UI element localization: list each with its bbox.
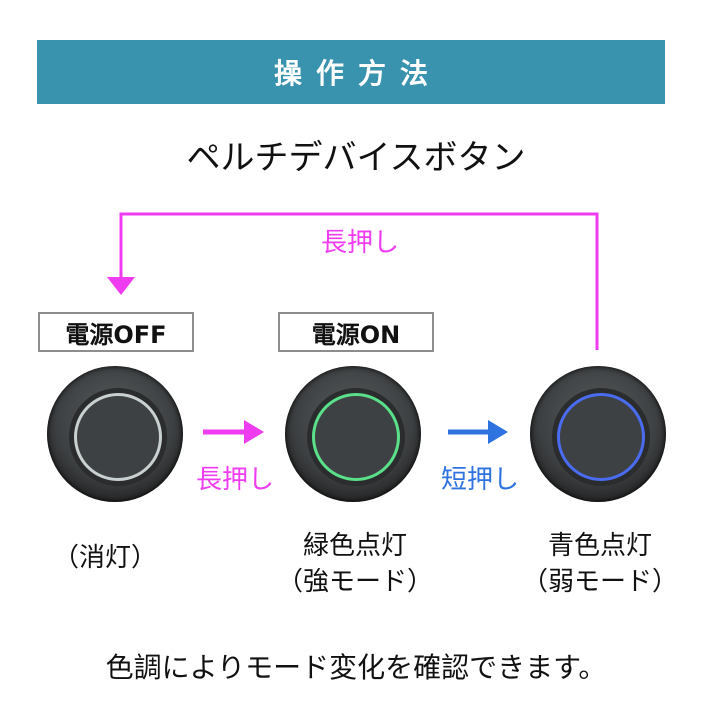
transition-label-long-press: 長押し xyxy=(195,465,274,495)
indicator-ring-off xyxy=(74,393,162,481)
indicator-ring-green xyxy=(312,393,400,481)
header-banner: 操作方法 xyxy=(37,40,665,104)
arrow-short-press-head-icon xyxy=(488,420,508,444)
caption-green-line2: （強モード） xyxy=(276,567,433,597)
badge-power-off: 電源OFF xyxy=(38,312,194,352)
caption-blue-line2: （弱モード） xyxy=(521,567,678,597)
device-button-green[interactable] xyxy=(285,366,421,502)
footer-note: 色調によりモード変化を確認できます。 xyxy=(105,651,607,684)
loop-arrowhead-icon xyxy=(107,277,135,295)
device-button-blue[interactable] xyxy=(530,366,666,502)
header-title: 操作方法 xyxy=(273,57,442,90)
caption-blue-line1: 青色点灯 xyxy=(547,531,652,561)
transition-label-short-press: 短押し xyxy=(440,465,519,495)
loop-arrow-line xyxy=(119,212,599,350)
indicator-ring-blue xyxy=(557,393,645,481)
device-button-off[interactable] xyxy=(47,366,183,502)
subtitle: ペルチデバイスボタン xyxy=(186,138,526,178)
arrow-long-press-head-icon xyxy=(244,420,264,444)
caption-green-line1: 緑色点灯 xyxy=(302,531,407,561)
loop-arrow-label: 長押し xyxy=(320,228,399,258)
badge-power-on: 電源ON xyxy=(278,312,434,352)
caption-off: （消灯） xyxy=(52,543,157,573)
